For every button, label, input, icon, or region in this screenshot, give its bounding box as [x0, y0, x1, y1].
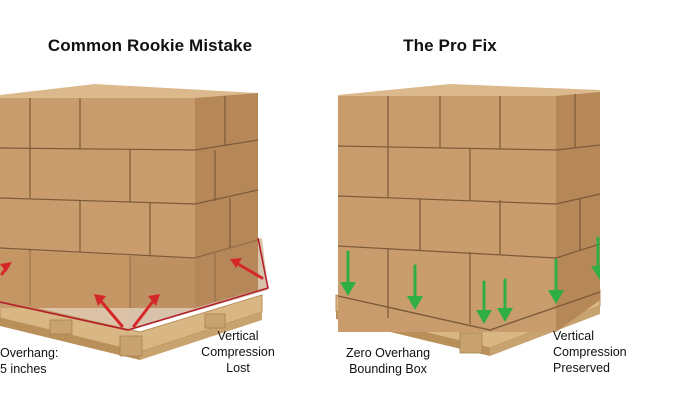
right-panel-title: The Pro Fix	[403, 36, 497, 55]
arrow-head-icon	[94, 294, 106, 306]
overhang-arrows	[0, 258, 264, 328]
down-arrow-icon	[476, 310, 492, 324]
left-panel-title: Common Rookie Mistake	[47, 36, 253, 55]
down-arrow-icon	[497, 308, 513, 322]
arrow-icon	[132, 298, 156, 328]
arrow-head-icon	[0, 262, 12, 272]
box-stack	[337, 84, 601, 332]
right-panel: The Pro Fix	[300, 0, 627, 400]
down-arrow-icon	[407, 296, 423, 310]
down-arrow-icon	[591, 266, 600, 280]
rookie-pallet-illustration	[0, 84, 269, 360]
arrow-icon	[236, 262, 264, 280]
down-arrow-icon	[340, 282, 356, 296]
wooden-pallet	[0, 294, 263, 360]
compression-lost-label: Vertical Compression Lost	[201, 329, 275, 375]
pro-pallet-illustration	[335, 84, 601, 356]
left-panel: Common Rookie Mistake	[0, 0, 300, 400]
overhang-label: Overhang: 5 inches	[0, 346, 59, 376]
zero-overhang-label: Zero Overhang Bounding Box	[345, 346, 431, 376]
box-stack	[0, 84, 269, 331]
arrow-head-icon	[230, 258, 242, 268]
down-arrow-icon	[548, 290, 564, 304]
arrow-head-icon	[148, 294, 160, 306]
arrow-icon	[98, 298, 124, 328]
compression-arrows	[340, 236, 600, 324]
compression-preserved-label: Vertical Compression Preserved	[553, 329, 627, 375]
